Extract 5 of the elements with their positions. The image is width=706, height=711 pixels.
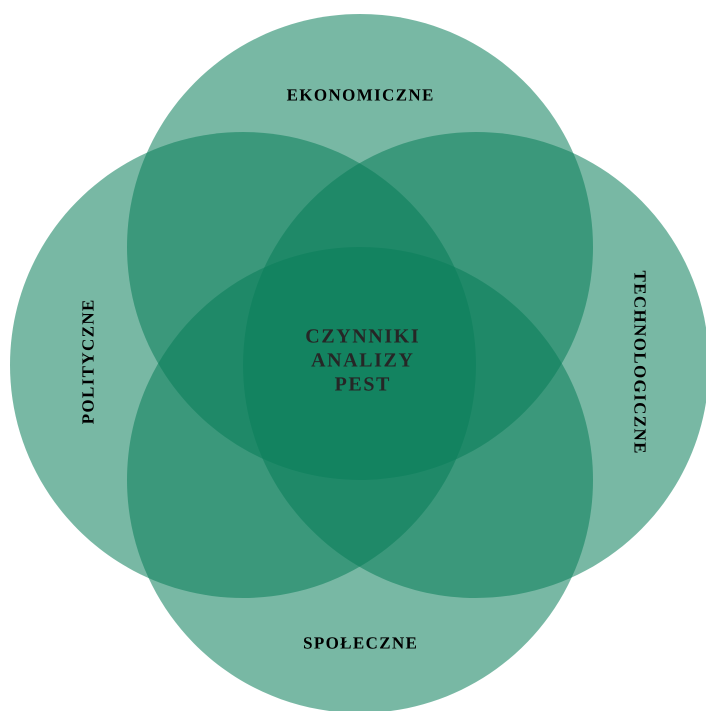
circle-label: EKONOMICZNE <box>286 89 432 101</box>
circle-label: SPOŁECZNE <box>304 637 416 649</box>
circle-label: TECHNOLOGICZNE <box>634 270 646 453</box>
circle-label: POLITYCZNE <box>82 300 94 424</box>
center-label: CZYNNIKI ANALIZY PEST <box>306 329 418 391</box>
